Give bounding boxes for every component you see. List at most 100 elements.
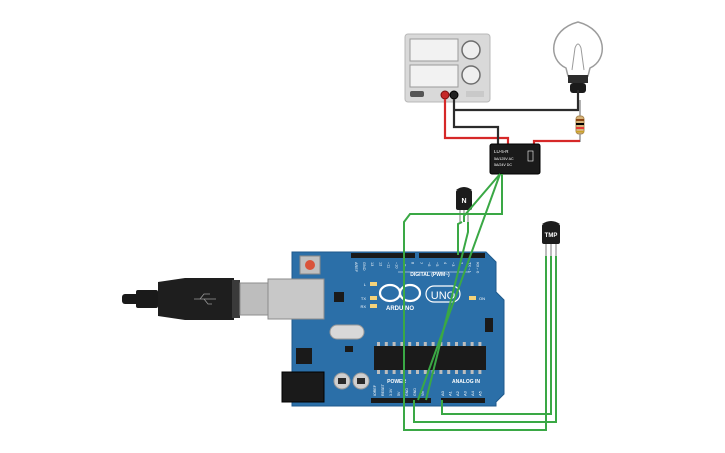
chip-pin xyxy=(455,370,458,374)
chip-pin xyxy=(478,342,482,346)
power-switch[interactable] xyxy=(410,91,424,97)
crystal-oscillator xyxy=(329,324,365,340)
arduino-logo-icon xyxy=(378,283,422,303)
wire-red-resistor[interactable] xyxy=(532,139,580,145)
top-pin-label: ~10 xyxy=(395,262,399,268)
chip-pin xyxy=(408,370,412,374)
wire-green-5v[interactable] xyxy=(403,174,547,431)
chip-pin xyxy=(462,342,466,346)
relay-part-label: LU-5-R xyxy=(494,149,509,154)
wire-black-bulb[interactable] xyxy=(454,90,580,112)
power-pin-label: IOREF xyxy=(373,384,377,396)
chip-pin xyxy=(408,342,412,346)
power-supply[interactable] xyxy=(404,33,491,103)
analog-header[interactable] xyxy=(441,398,485,403)
digital-header-left[interactable] xyxy=(351,253,415,258)
analog-pin-label: A1 xyxy=(448,390,453,396)
analog-pin-label: A0 xyxy=(440,390,445,396)
dc-power-jack[interactable] xyxy=(281,371,325,403)
chip-pin xyxy=(431,342,435,346)
chip-pin xyxy=(384,370,388,374)
analog-pin-label: A2 xyxy=(455,390,460,396)
top-pin-label: ~5 xyxy=(435,262,439,266)
wire-red-supply[interactable] xyxy=(443,99,510,145)
wire-green-emitter[interactable] xyxy=(425,222,469,401)
chip-pin xyxy=(392,342,396,346)
usb-cable[interactable] xyxy=(122,278,271,320)
voltage-display xyxy=(409,38,459,62)
top-pin-label: ~6 xyxy=(427,262,431,266)
top-pin-label: RX←0 xyxy=(476,262,480,273)
wires-green[interactable] xyxy=(403,173,557,431)
usb-b-port[interactable] xyxy=(267,278,325,320)
power-pin-label: 3.3V xyxy=(389,388,393,396)
positive-terminal[interactable] xyxy=(440,90,450,100)
relay[interactable]: LU-5-R 5A/125V AC 5A/24V DC xyxy=(489,143,541,175)
digital-header-label: DIGITAL (PWM~) xyxy=(410,272,450,278)
chip-pin xyxy=(377,342,380,346)
power-pin-label: 5V xyxy=(397,391,401,396)
led-l-label: L xyxy=(364,282,367,287)
chip-pin xyxy=(423,370,427,374)
temperature-sensor[interactable]: TMP xyxy=(542,221,560,256)
chip-pin xyxy=(400,342,404,346)
chip-pin xyxy=(439,370,443,374)
voltage-knob[interactable] xyxy=(461,40,481,60)
top-pin-label: ~11 xyxy=(386,262,390,268)
analog-pin-label: A5 xyxy=(478,390,483,396)
chip-pin xyxy=(447,342,451,346)
relay-rating-dc: 5A/24V DC xyxy=(494,163,512,167)
wire-green-digital[interactable] xyxy=(457,221,463,255)
led-tx-label: TX xyxy=(361,296,366,301)
led-tx xyxy=(370,296,377,300)
wires-top[interactable] xyxy=(443,90,580,145)
resistor[interactable] xyxy=(575,100,585,142)
current-knob[interactable] xyxy=(461,65,481,85)
wire-black-supply[interactable] xyxy=(452,99,500,145)
analog-header-label: ANALOG IN xyxy=(452,379,480,385)
top-pin-label: AREF xyxy=(354,262,358,273)
power-header[interactable] xyxy=(371,398,431,403)
arduino-brand: ARDUINO xyxy=(386,306,414,312)
wire-green-transistor-relay[interactable] xyxy=(463,173,501,222)
chip-pin xyxy=(416,342,419,346)
transistor-label: N xyxy=(461,198,466,205)
icsp-header xyxy=(485,318,493,332)
light-bulb[interactable] xyxy=(552,21,604,93)
power-pin-label: RESET xyxy=(381,383,385,396)
voltage-regulator xyxy=(296,348,312,364)
chip-pin xyxy=(384,342,388,346)
arduino-model: UNO xyxy=(431,290,456,302)
top-pin-label: 2 xyxy=(459,262,463,264)
chip-pin xyxy=(478,370,482,374)
chip-pin xyxy=(400,370,404,374)
led-on-label: ON xyxy=(479,296,485,301)
negative-terminal[interactable] xyxy=(449,90,459,100)
top-pin-label: 13 xyxy=(370,262,374,266)
chip-pin xyxy=(470,342,474,346)
chip-pin xyxy=(447,370,451,374)
led-rx xyxy=(370,304,377,308)
power-header-label: POWER xyxy=(387,379,406,385)
chip-pin xyxy=(377,370,380,374)
analog-pin-label: A4 xyxy=(470,390,475,396)
current-display xyxy=(409,64,459,88)
relay-rating-ac: 5A/125V AC xyxy=(494,157,514,161)
digital-header-right[interactable] xyxy=(419,253,485,258)
top-pin-label: TX→1 xyxy=(467,262,471,273)
top-pin-label: 12 xyxy=(378,262,382,266)
power-pin-label: Vin xyxy=(421,391,425,396)
led-on xyxy=(469,296,476,300)
wire-green-tmp-gnd[interactable] xyxy=(413,256,557,423)
led-l xyxy=(370,282,377,286)
tmp-label: TMP xyxy=(545,233,558,239)
wire-green-a0[interactable] xyxy=(441,256,552,415)
output-label-plate xyxy=(466,91,484,97)
top-pin-label: 8 xyxy=(411,262,415,264)
usb-icon xyxy=(194,293,216,305)
wire-green-gnd-diagonal[interactable] xyxy=(417,173,501,401)
